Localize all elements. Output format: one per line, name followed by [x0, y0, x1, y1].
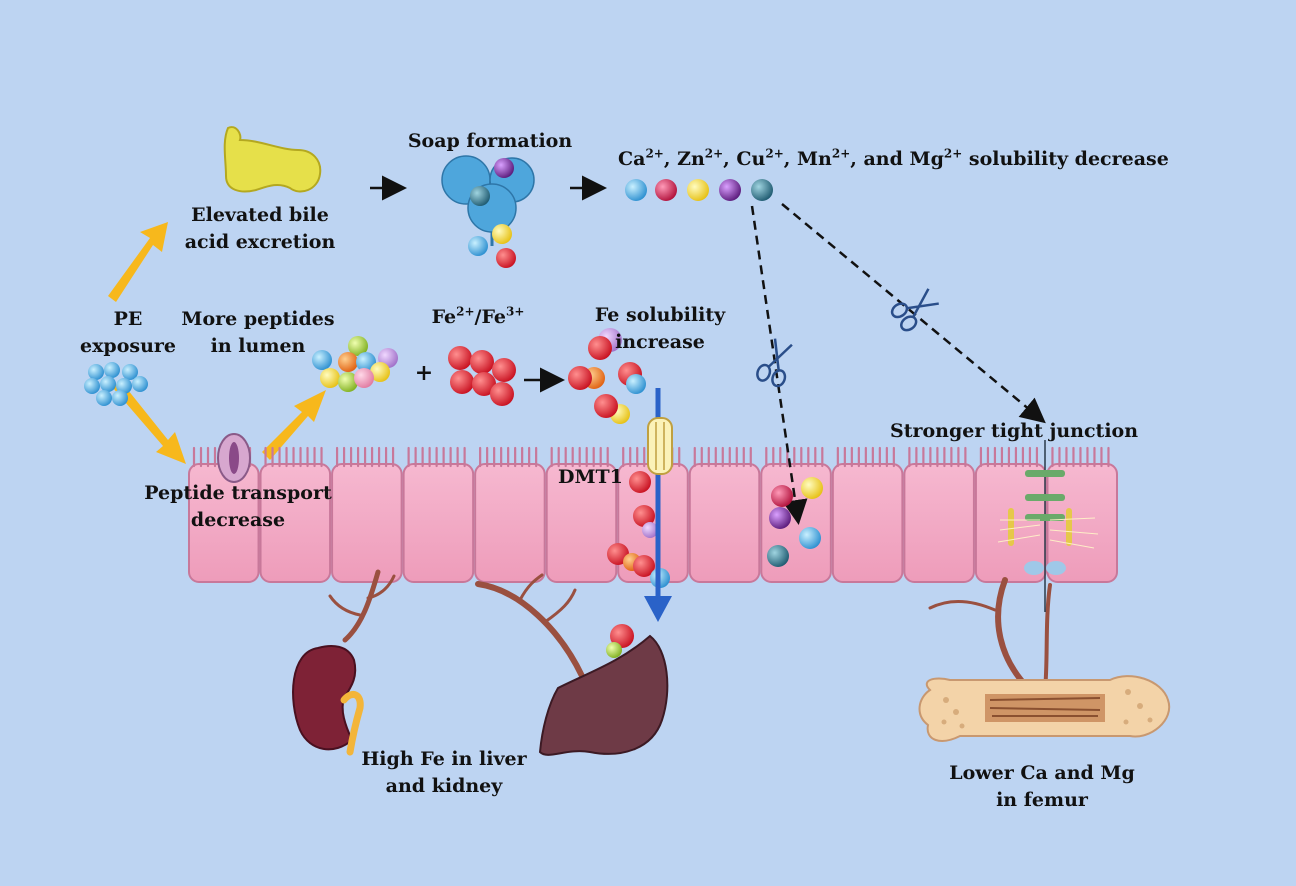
ions-in-cell: [767, 477, 823, 567]
iron-cluster-icon: [448, 346, 516, 406]
dashed-arrows: [750, 203, 1046, 525]
microvilli: [1051, 446, 1110, 468]
peptide-cluster-icon: [312, 336, 398, 392]
microvilli: [479, 446, 538, 468]
flow-arrows: [370, 175, 607, 393]
microvilli: [765, 446, 824, 468]
epithelial-cell: [903, 463, 975, 583]
iron-complexes: [568, 328, 646, 424]
fe-solubility-line2: increase: [615, 331, 705, 353]
intestinal-epithelium: [188, 446, 1119, 583]
high-fe-line1: High Fe in liver: [361, 748, 527, 770]
femur-icon: [918, 675, 1171, 742]
lower-ca-mg-line1: Lower Ca and Mg: [949, 762, 1135, 784]
fe-ions-label: Fe2+/Fe3+: [431, 304, 525, 328]
arrow-to-epithelium: [113, 380, 186, 464]
yellow-arrows: [108, 222, 326, 464]
microvilli: [407, 446, 466, 468]
bile-line2: acid excretion: [184, 231, 336, 253]
iron-in-cell: [607, 471, 670, 588]
dmt1-transporter-icon: [647, 417, 673, 475]
peptide-transport-line2: decrease: [190, 509, 286, 531]
bile-blob-icon: [223, 126, 322, 193]
microvilli: [550, 446, 609, 468]
epithelial-cell: [688, 463, 761, 583]
arrow-to-peptides: [262, 390, 326, 460]
ion-row: [625, 179, 773, 201]
epithelial-cell: [474, 463, 546, 583]
plus-sign: +: [414, 360, 434, 386]
soap-formation-label: Soap formation: [407, 130, 573, 152]
epithelial-cell: [331, 463, 403, 583]
peptide-transporter-icon: [217, 433, 251, 483]
fe-solubility-label: Fe solubility increase: [586, 302, 734, 356]
peptides-line1: More peptides: [181, 308, 335, 330]
ion-solubility-label: Ca2+, Zn2+, Cu2+, Mn2+, and Mg2+ solubil…: [618, 146, 1169, 170]
epithelial-cell: [1046, 463, 1119, 583]
liver-iron: [606, 624, 634, 658]
tight-junction-icon: [997, 440, 1099, 612]
fe-solubility-line1: Fe solubility: [594, 304, 726, 326]
high-fe-label: High Fe in liver and kidney: [356, 746, 532, 800]
peptides-line2: in lumen: [210, 335, 306, 357]
arrow-to-bile: [108, 222, 168, 302]
microvilli: [908, 446, 967, 468]
epithelial-cell: [402, 463, 475, 583]
microvilli: [335, 446, 395, 468]
microvilli: [836, 446, 895, 468]
kidney-icon: [292, 645, 364, 756]
scissors-icon: [756, 338, 793, 388]
tight-junction-label: Stronger tight junction: [890, 420, 1139, 442]
pe-exposure-label: PE exposure: [66, 306, 190, 360]
liver-icon: [538, 634, 669, 756]
pe-exposure-line1: PE: [113, 308, 143, 330]
blood-vessels: [328, 569, 1052, 693]
lower-ca-mg-line2: in femur: [996, 789, 1088, 811]
peptide-transport-label: Peptide transport decrease: [140, 480, 336, 534]
peptides-label: More peptides in lumen: [168, 306, 348, 360]
epithelial-cell: [831, 463, 904, 583]
soap-micelle-icon: [441, 155, 535, 268]
pe-exposure-line2: exposure: [80, 335, 176, 357]
dmt1-label: DMT1: [558, 466, 623, 488]
peptide-transport-line1: Peptide transport: [144, 482, 332, 504]
microvilli: [979, 446, 1039, 468]
lower-ca-mg-label: Lower Ca and Mg in femur: [942, 760, 1142, 814]
pe-particles-icon: [84, 362, 148, 406]
bile-label: Elevated bile acid excretion: [170, 202, 350, 256]
microvilli: [693, 446, 752, 468]
bile-line1: Elevated bile: [191, 204, 329, 226]
high-fe-line2: and kidney: [385, 775, 503, 797]
microvilli: [264, 446, 323, 468]
scissors-icon: [890, 288, 939, 332]
epithelial-cell: [545, 463, 618, 583]
epithelial-cell: [259, 463, 332, 583]
